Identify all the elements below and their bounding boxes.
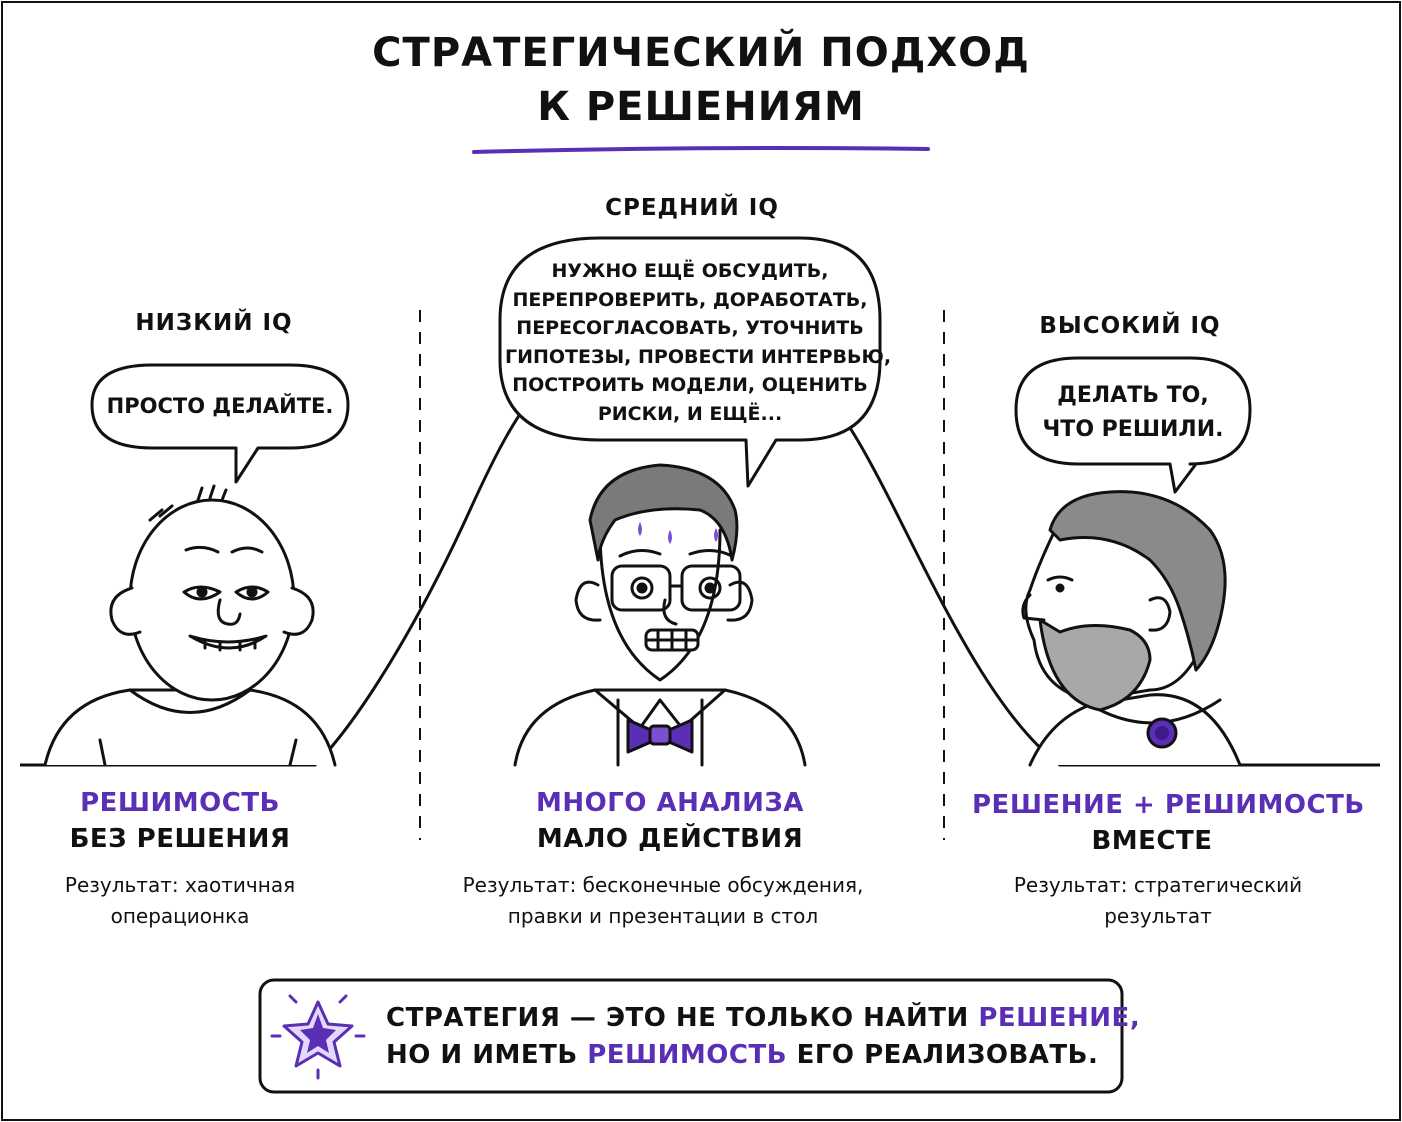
speech-line: РИСКИ, И ЕЩЁ... <box>597 402 783 425</box>
summary-box <box>258 978 1124 1094</box>
result-line: результат <box>1104 904 1212 928</box>
iq-label-mid: СРЕДНИЙ IQ <box>605 195 779 221</box>
title-line-2: К РЕШЕНИЯМ <box>537 84 865 130</box>
speech-line: ПЕРЕПРОВЕРИТЬ, ДОРАБОТАТЬ, <box>512 288 868 311</box>
star-icon <box>270 994 366 1080</box>
speech-line: НУЖНО ЕЩЁ ОБСУДИТЬ, <box>551 260 829 282</box>
heading-plain-high: ВМЕСТЕ <box>1091 826 1213 856</box>
result-high: Результат: стратегический результат <box>1000 870 1316 932</box>
speech-bubble-high <box>1014 356 1252 494</box>
speech-bubble-mid <box>498 236 882 488</box>
nervous-analyst-portrait <box>513 463 807 767</box>
result-low: Результат: хаотичная операционка <box>40 870 320 932</box>
summary-part: СТРАТЕГИЯ — ЭТО НЕ ТОЛЬКО НАЙТИ <box>386 1003 979 1033</box>
speech-line: ПЕРЕСОГЛАСОВАТЬ, УТОЧНИТЬ <box>516 317 864 339</box>
summary-line-2: НО И ИМЕТЬ РЕШИМОСТЬ ЕГО РЕАЛИЗОВАТЬ. <box>386 1037 1140 1074</box>
iq-label-high: ВЫСОКИЙ IQ <box>1039 313 1221 339</box>
heading-plain-mid: МАЛО ДЕЙСТВИЯ <box>536 824 804 854</box>
speech-line: ПРОСТО ДЕЛАЙТЕ. <box>106 394 334 418</box>
result-line: Результат: хаотичная <box>64 873 296 897</box>
speech-text-mid: НУЖНО ЕЩЁ ОБСУДИТЬ, ПЕРЕПРОВЕРИТЬ, ДОРАБ… <box>505 257 892 428</box>
speech-text-low: ПРОСТО ДЕЛАЙТЕ. <box>100 392 340 421</box>
speech-line: ГИПОТЕЗЫ, ПРОВЕСТИ ИНТЕРВЬЮ, <box>505 345 892 368</box>
heading-accent-high: РЕШЕНИЕ + РЕШИМОСТЬ <box>972 790 1365 820</box>
summary-line-1: СТРАТЕГИЯ — ЭТО НЕ ТОЛЬКО НАЙТИ РЕШЕНИЕ, <box>386 1000 1140 1037</box>
summary-part: НО И ИМЕТЬ <box>386 1040 588 1070</box>
heading-accent-low: РЕШИМОСТЬ <box>80 788 280 818</box>
result-line: Результат: бесконечные обсуждения, <box>462 873 864 897</box>
result-mid: Результат: бесконечные обсуждения, правк… <box>440 870 886 932</box>
speech-line: ЧТО РЕШИЛИ. <box>1042 417 1224 442</box>
page-title: СТРАТЕГИЧЕСКИЙ ПОДХОД К РЕШЕНИЯМ <box>0 26 1402 134</box>
speech-line: ДЕЛАТЬ ТО, <box>1057 383 1209 408</box>
speech-line: ПОСТРОИТЬ МОДЕЛИ, ОЦЕНИТЬ <box>512 374 868 396</box>
result-line: Результат: стратегический <box>1013 873 1303 897</box>
speech-bubble-low <box>90 363 350 484</box>
summary-accent-decision: РЕШЕНИЕ, <box>978 1003 1141 1033</box>
bearded-sage-portrait <box>1021 490 1242 767</box>
iq-label-low: НИЗКИЙ IQ <box>135 310 293 336</box>
summary-text: СТРАТЕГИЯ — ЭТО НЕ ТОЛЬКО НАЙТИ РЕШЕНИЕ,… <box>386 1000 1140 1074</box>
speech-text-high: ДЕЛАТЬ ТО, ЧТО РЕШИЛИ. <box>1020 379 1246 447</box>
summary-part: ЕГО РЕАЛИЗОВАТЬ. <box>787 1040 1099 1070</box>
simple-man-portrait <box>43 484 337 767</box>
heading-plain-low: БЕЗ РЕШЕНИЯ <box>69 824 291 854</box>
result-line: правки и презентации в стол <box>507 904 819 928</box>
heading-accent-mid: МНОГО АНАЛИЗА <box>536 788 804 818</box>
title-underline <box>472 146 930 154</box>
title-line-1: СТРАТЕГИЧЕСКИЙ ПОДХОД <box>372 30 1030 76</box>
summary-accent-resolve: РЕШИМОСТЬ <box>587 1040 788 1070</box>
result-line: операционка <box>110 904 250 928</box>
